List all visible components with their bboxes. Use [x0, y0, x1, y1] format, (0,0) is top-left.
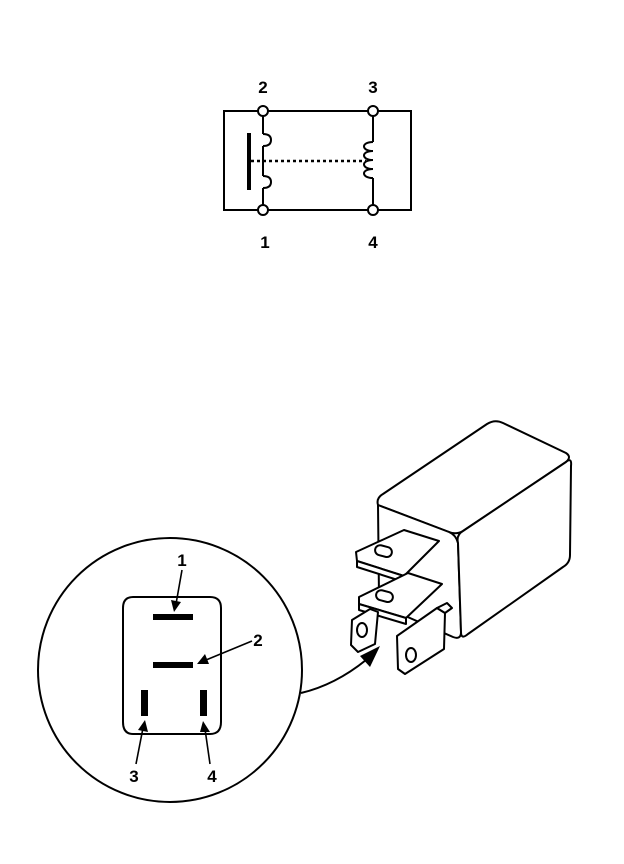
pin-3-arrowhead	[138, 720, 148, 732]
terminal-3-node	[367, 105, 379, 117]
pin-4-arrowhead	[200, 721, 210, 732]
pin-2-arrowhead	[197, 654, 209, 664]
terminal-2-label: 2	[258, 78, 267, 97]
detail-circle	[37, 537, 303, 803]
connector-detail: 1 2 3 4	[37, 537, 303, 803]
pin-3-label: 3	[129, 767, 138, 786]
terminal-3-label: 3	[368, 78, 377, 97]
connector-face	[122, 596, 222, 735]
pin-2-slot	[153, 662, 193, 668]
switch-contact-bottom	[262, 175, 273, 189]
pin-1-leader	[175, 569, 183, 605]
pin-1-label: 1	[177, 551, 186, 570]
pin-3-slot	[141, 690, 148, 716]
terminal-tab-left-hole	[356, 622, 368, 638]
terminal-blade-middle-hole	[375, 589, 394, 604]
pin-1-arrowhead	[171, 600, 181, 612]
pin-4-slot	[200, 690, 207, 716]
schematic-box	[223, 110, 412, 211]
terminal-1-node	[257, 204, 269, 216]
pin-4-leader	[204, 728, 211, 765]
detail-pointer-arrow	[300, 646, 380, 694]
terminal-2-node	[257, 105, 269, 117]
terminal-1-label: 1	[260, 233, 269, 252]
pin-1-slot	[153, 614, 193, 620]
pin-3-leader	[135, 727, 144, 765]
relay-top-face	[376, 420, 570, 535]
relay-terminals	[350, 529, 453, 675]
pin-2-leader	[205, 640, 253, 661]
terminal-tab-right-edge	[436, 602, 453, 614]
switch-contact-top	[262, 133, 273, 147]
terminal-blade-upper-hole	[374, 544, 393, 559]
terminal-tab-right-hole	[405, 647, 417, 663]
terminal-4-node	[367, 204, 379, 216]
relay-schematic: 2 3 1 4	[223, 78, 412, 252]
terminal-4-label: 4	[368, 233, 378, 252]
relay-side-face	[456, 459, 573, 638]
pin-2-label: 2	[253, 631, 262, 650]
pin-4-label: 4	[207, 767, 217, 786]
coil	[363, 141, 374, 179]
